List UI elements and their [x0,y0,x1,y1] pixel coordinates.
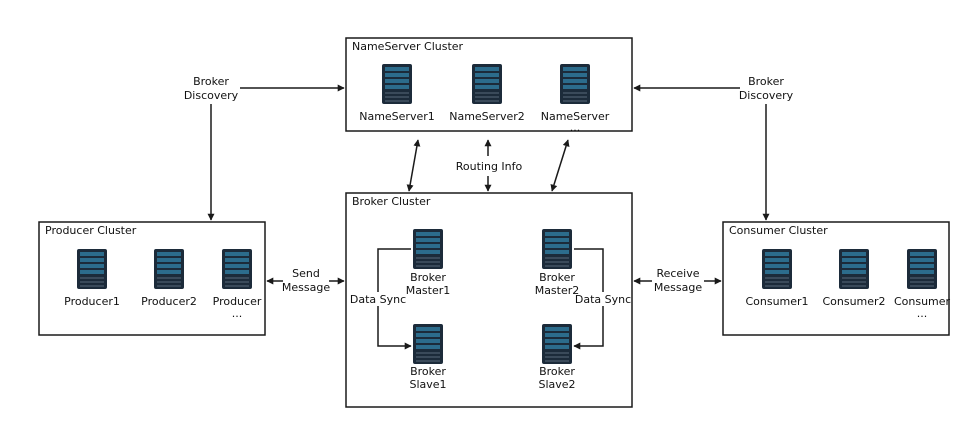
nameserver3-server-icon [560,64,590,104]
producer1-server-icon [77,249,107,289]
consumer3-server-icon [907,249,937,289]
producer-cluster-title: Producer Cluster [45,224,137,237]
consumer3-more: ... [917,307,928,320]
consumer2-label: Consumer2 [822,295,885,308]
producer3-label: Producer [213,295,262,308]
send-message-line1: Send [292,267,320,280]
consumer3-label: Consumer [894,295,951,308]
producer2-label: Producer2 [141,295,197,308]
nameserver1-server-icon [382,64,412,104]
routing-arrow-left [406,139,421,192]
broker-slave1-label-line1: Broker [410,365,446,378]
broker-master2-server-icon [542,229,572,269]
broker-master2-label-line1: Broker [539,271,575,284]
broker-master1-label-line2: Master1 [406,284,451,297]
nameserver1-label: NameServer1 [359,110,435,123]
consumer-cluster-title: Consumer Cluster [729,224,828,237]
broker-cluster-box [345,192,633,408]
receive-message-line1: Receive [656,267,699,280]
producer3-more: ... [232,307,243,320]
producer2-server-icon [154,249,184,289]
nameserver3-more: ... [570,121,581,134]
broker-cluster-title: Broker Cluster [352,195,431,208]
producer1-label: Producer1 [64,295,120,308]
nameserver3-label: NameServer [541,110,610,123]
receive-message-line2: Message [654,281,702,294]
consumer1-server-icon [762,249,792,289]
data-sync-right-top [574,248,604,292]
data-sync-left-label: Data Sync [350,293,406,306]
data-sync-right-bottom [573,306,604,350]
broker-discovery-right-line1: Broker [748,75,784,88]
broker-slave2-server-icon [542,324,572,364]
broker-discovery-right-line2: Discovery [739,89,794,102]
broker-slave1-server-icon [413,324,443,364]
data-sync-left-top [377,248,411,292]
receive-message-label-bg [652,266,704,294]
consumer2-server-icon [839,249,869,289]
producer3-server-icon [222,249,252,289]
data-sync-right-label: Data Sync [575,293,631,306]
broker-master1-server-icon [413,229,443,269]
send-message-line2: Message [282,281,330,294]
broker-discovery-left-line1: Broker [193,75,229,88]
broker-master2-label-line2: Master2 [535,284,580,297]
broker-master1-label-line1: Broker [410,271,446,284]
data-sync-left-bottom [377,306,412,350]
broker-discovery-left-line2: Discovery [184,89,239,102]
broker-slave2-label-line1: Broker [539,365,575,378]
nameserver2-server-icon [472,64,502,104]
broker-slave1-label-line2: Slave1 [409,378,446,391]
nameserver-cluster-title: NameServer Cluster [352,40,464,53]
consumer1-label: Consumer1 [745,295,808,308]
send-message-label-bg [283,266,329,294]
routing-arrow-right [550,139,570,192]
routing-info-label: Routing Info [456,160,523,173]
broker-slave2-label-line2: Slave2 [538,378,575,391]
nameserver2-label: NameServer2 [449,110,525,123]
